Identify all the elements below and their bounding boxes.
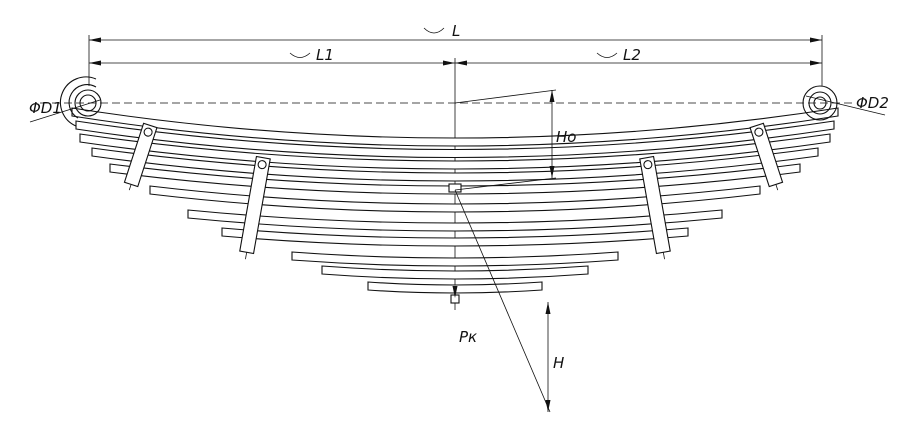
label-H: H xyxy=(553,354,564,372)
right-eye: ΦD2 xyxy=(802,85,889,121)
arc-mark-L xyxy=(423,27,445,34)
label-Ho: Ho xyxy=(556,128,576,146)
dimension-H: H xyxy=(454,189,564,413)
dimension-L1-L2: L1 L2 xyxy=(89,46,822,66)
clip-inner-right xyxy=(639,155,671,260)
clip-far-right xyxy=(749,122,784,191)
label-L: L xyxy=(452,22,460,40)
label-L1: L1 xyxy=(316,46,334,64)
left-eye: ΦD1 xyxy=(29,76,102,127)
load-Pk: Pк xyxy=(459,328,477,346)
arc-mark-L2 xyxy=(596,52,618,58)
dimension-L: L xyxy=(88,22,823,86)
dimension-Ho: Ho xyxy=(454,89,576,191)
clip-inner-left xyxy=(239,155,271,260)
arc-mark-L1 xyxy=(289,52,311,58)
label-Pk: Pк xyxy=(459,328,477,346)
label-D2: ΦD2 xyxy=(856,94,889,112)
label-D1: ΦD1 xyxy=(29,99,62,117)
clip-far-left xyxy=(123,122,158,191)
label-L2: L2 xyxy=(623,46,641,64)
centre-bolt xyxy=(448,183,462,304)
